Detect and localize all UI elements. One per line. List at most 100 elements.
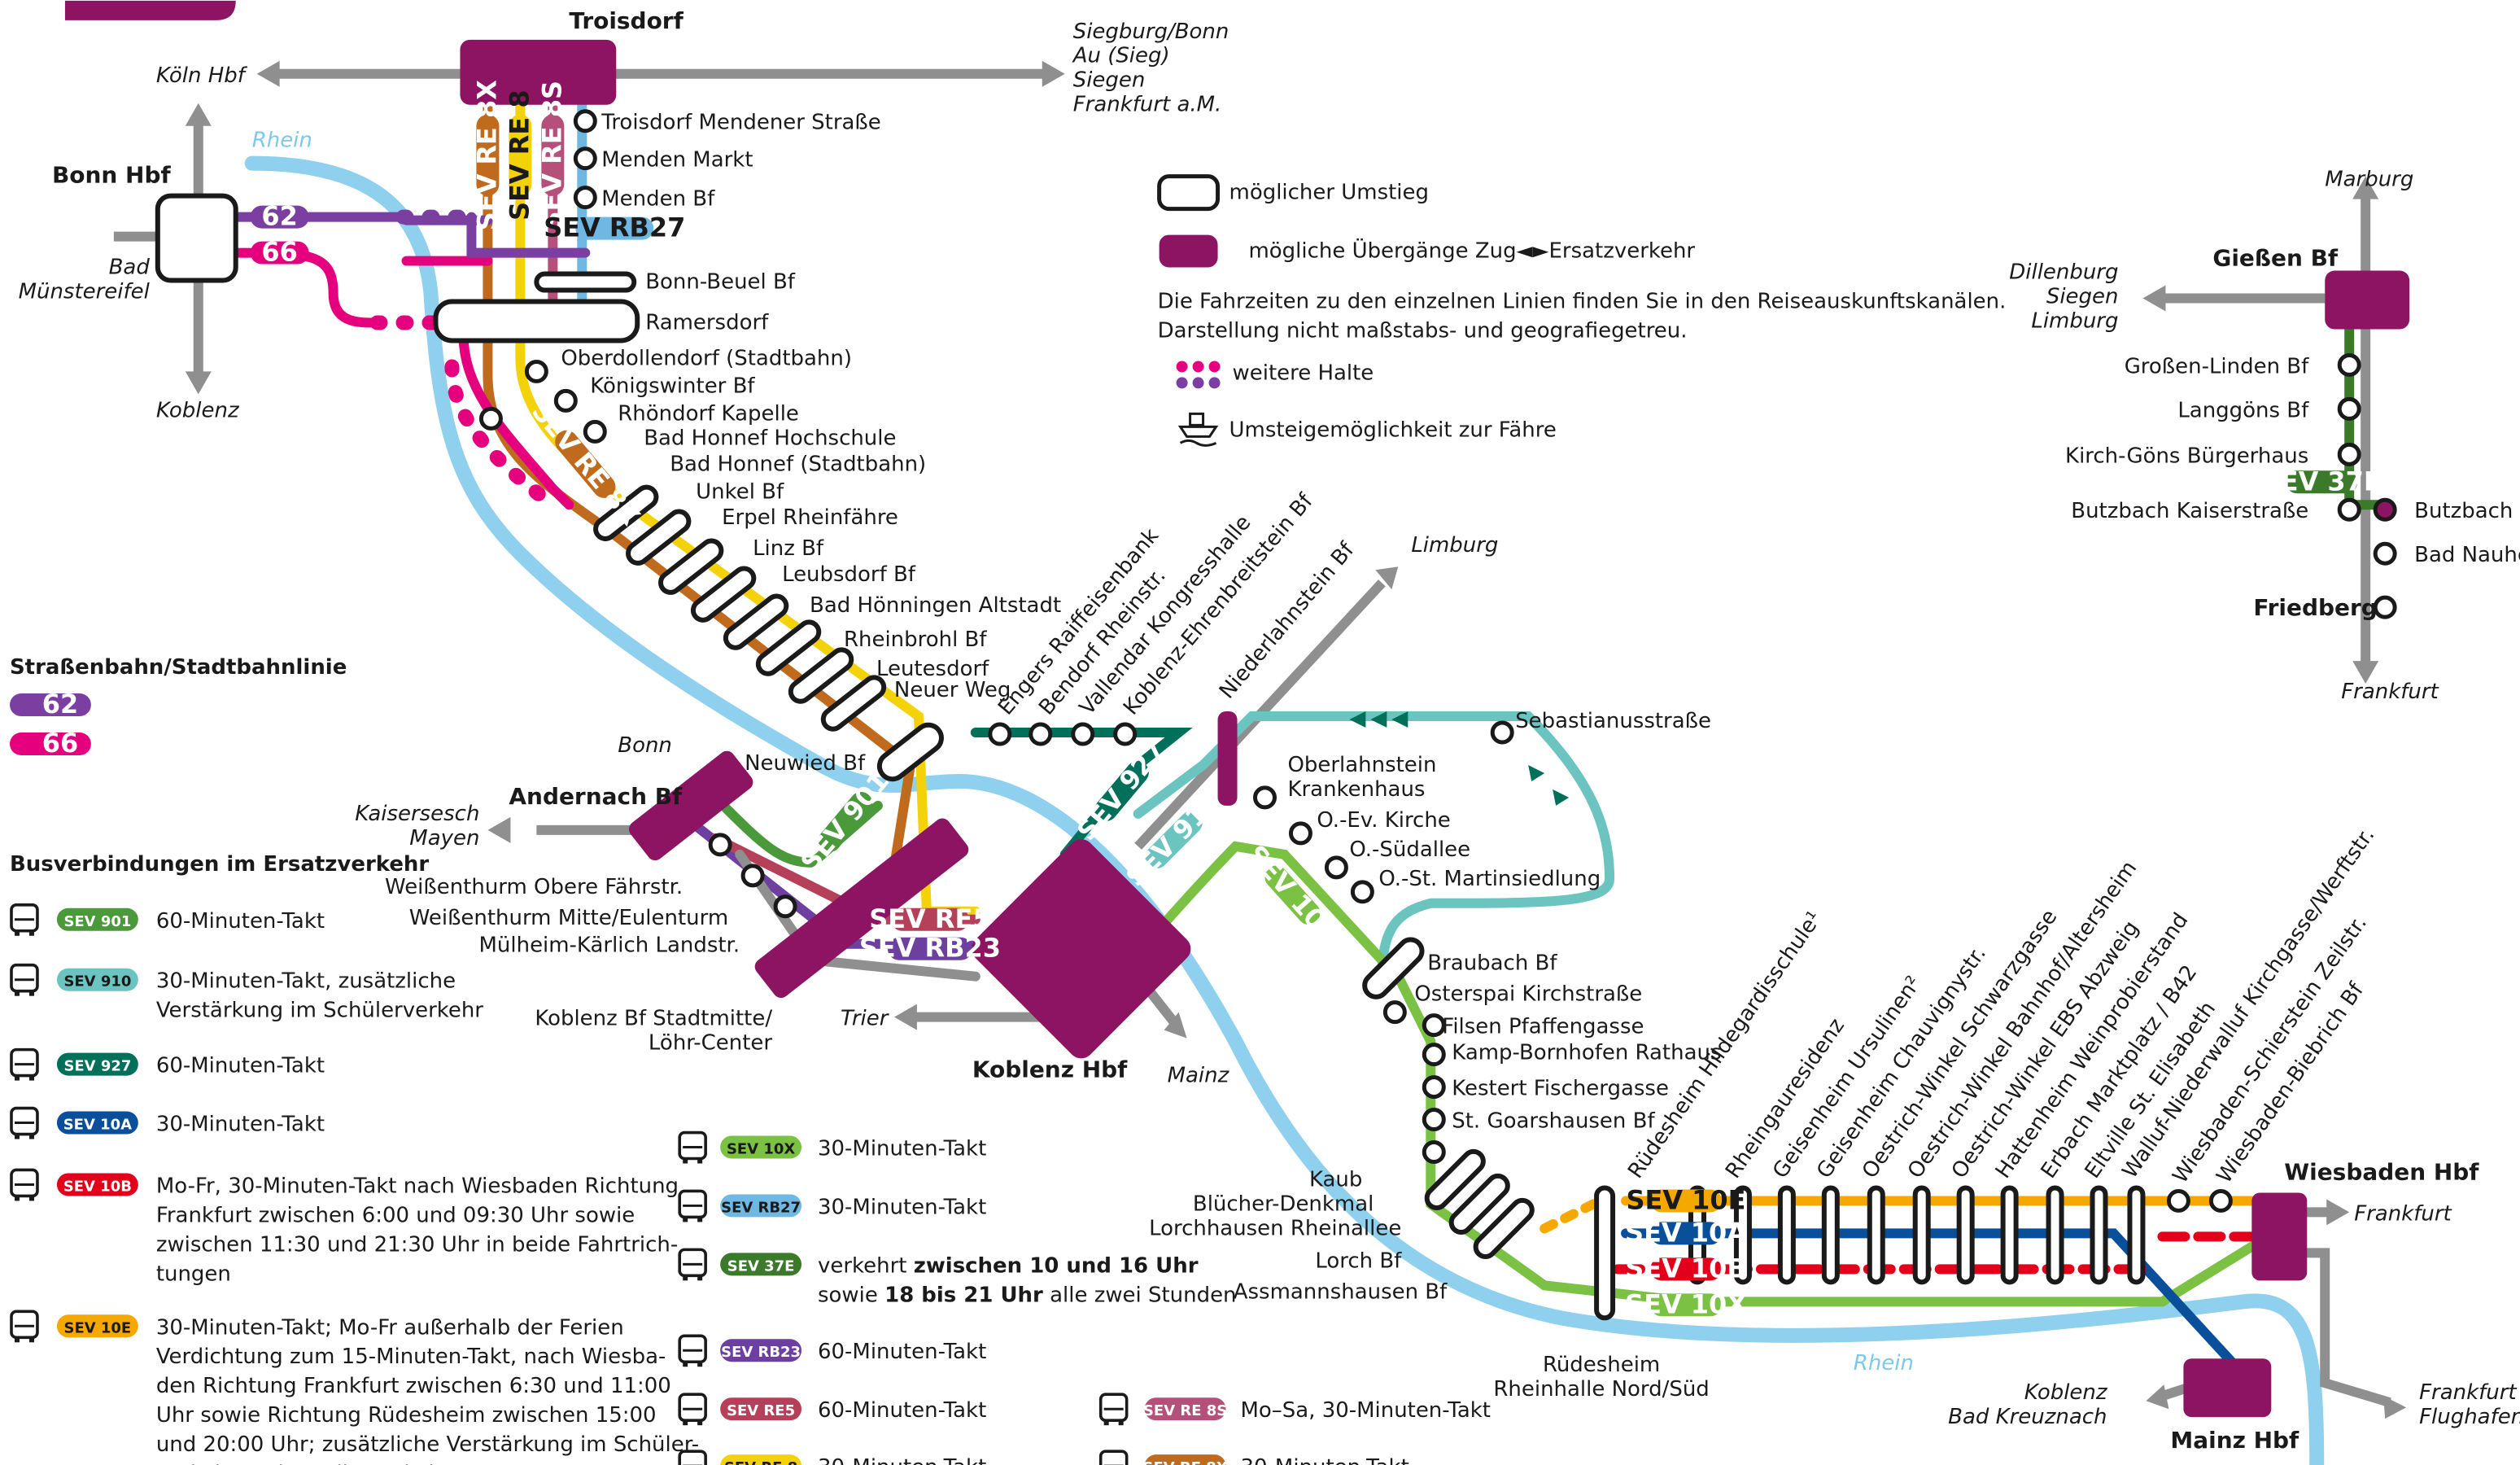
legend-weitere: weitere Halte [1233,361,1374,385]
bus-icon [1098,1450,1129,1465]
legend-uebergang-swatch [1159,234,1218,268]
station-braubach: Braubach Bf [1427,951,1557,976]
svg-text:SEV 10X: SEV 10X [727,1140,795,1157]
label-bonn-hbf: Bonn Hbf [52,162,172,189]
station-lorch: Lorch Bf [1315,1249,1402,1273]
label-mainz: Mainz Hbf [2170,1427,2299,1454]
badge-sev37e: SEV 37E [2262,466,2382,496]
bus-icon [10,903,39,936]
label-troisdorf: Troisdorf [569,7,684,34]
rhine-river [244,155,2325,1465]
legend-badge: SEV RB23 [720,1339,802,1362]
station-oberdollendorf: Oberdollendorf (Stadtbahn) [561,346,852,370]
bus-legend-text: 60-Minuten-Takt [156,909,325,934]
dir-limburg: Limburg [1411,533,1498,558]
station-kestert: Kestert Fischergasse [1452,1077,1669,1101]
svg-text:SEV RE5: SEV RE5 [727,1402,795,1419]
legend-badge-tram62: 62 [42,689,78,719]
legend-badge: SEV RE5 [720,1397,802,1421]
svg-text:SEV 10E: SEV 10E [64,1319,132,1336]
bus-legend-text: verkehr und Pendlerverkehr [156,1462,451,1465]
station-o-ev-kirche: O.-Ev. Kirche [1317,808,1450,833]
arrow-heads [185,60,2407,1419]
hub-koblenz-hbf[interactable] [966,833,1196,1064]
station-kirch-goens: Kirch-Göns Bürgerhaus [2065,444,2308,468]
bus-legend-text: sowie 18 bis 21 Uhr alle zwei Stunden [818,1283,1236,1307]
bus-legend-text: 60-Minuten-Takt [818,1398,986,1423]
legend-badge: SEV 37E [720,1253,802,1276]
station-lorchhausen: Lorchhausen Rheinallee [1149,1216,1401,1240]
badge-sev10e: SEV 10E [1626,1184,1745,1215]
bus-icon [678,1189,707,1222]
svg-text:SEV RE 8S: SEV RE 8S [1143,1402,1227,1419]
hubs [155,39,2410,1418]
legend-badge: SEV 10E [56,1314,138,1338]
bus-legend-text: 30-Minuten-Takt [1241,1455,1409,1465]
bus-icon [10,963,39,996]
bus-icon [10,1168,39,1201]
station-koenigswinter: Königswinter Bf [590,374,755,398]
station-bonn-beuel: Bonn-Beuel Bf [645,270,796,295]
stop-circles [478,109,2397,1213]
label-koblenz-stadtmitte: Koblenz Bf Stadtmitte/Löhr-Center [535,1007,772,1056]
hub-wiesbaden[interactable] [2251,1192,2308,1281]
bus-legend-text: Verstärkung im Schülerverkehr [156,999,483,1023]
label-giessen: Gießen Bf [2212,245,2339,272]
station-menden-bf: Menden Bf [601,187,715,212]
station-filsen: Filsen Pfaffengasse [1442,1015,1644,1039]
dir-mainz: Mainz [1168,1064,1230,1088]
hub-ramersdorf[interactable] [433,299,640,343]
label-koblenz-hbf: Koblenz Hbf [972,1056,1128,1083]
svg-text:SEV RE 8: SEV RE 8 [724,1459,797,1465]
svg-text:SEV 910: SEV 910 [63,973,131,991]
hub-koblenz-stadtmitte[interactable] [752,815,972,1001]
logo-corner [64,0,236,20]
bus-legend-text: zwischen 11:30 und 21:30 Uhr in beide Fa… [156,1232,678,1257]
badge-rb27: SEV RB27 [544,212,685,243]
badge-rb23: SEV RB23 [859,933,1001,964]
legend-umstieg: möglicher Umstieg [1229,181,1429,205]
svg-text:SEV 37E: SEV 37E [727,1257,795,1275]
dir-trier: Trier [841,1007,890,1031]
bus-legend-text: Frankfurt zwischen 6:00 und 09:30 Uhr so… [156,1203,635,1227]
legend-badge: SEV 10A [56,1111,138,1135]
station-ramersdorf: Ramersdorf [645,310,769,335]
station-bad-honnef-hochschule: Bad Honnef Hochschule [644,426,896,450]
badge-re5: SEV RE5 [869,903,990,934]
label-wiesbaden: Wiesbaden Hbf [2284,1158,2479,1185]
station-sebastianusstrasse: Sebastianusstraße [1515,709,1711,733]
hub-mainz[interactable] [2183,1358,2272,1418]
badge-sev10x-diagonal: SEV 10X [1241,839,1345,951]
station-bad-hoenningen: Bad Hönningen Altstadt [810,593,1061,618]
dir-marburg: Marburg [2325,168,2413,192]
bus-legend-text: 30-Minuten-Takt [818,1455,986,1465]
ferry-icon [1177,412,1219,447]
dir-bonn-north: Bonn [618,733,672,758]
bus-legend-text: 60-Minuten-Takt [156,1054,325,1078]
legend-badge: SEV 910 [56,968,138,991]
bus-icon [678,1334,707,1367]
legend-badge: SEV 10X [720,1135,802,1159]
hub-giessen[interactable] [2325,270,2410,330]
bus-icon [678,1450,707,1465]
station-kamp-bornhofen: Kamp-Bornhofen Rathaus [1452,1041,1721,1065]
badge-re8s-vertical: SEV RE 8S [536,81,567,230]
hub-andernach[interactable] [626,748,756,864]
hub-troisdorf[interactable] [460,39,617,105]
station-leubsdorf: Leubsdorf Bf [782,562,916,587]
legend-badge: SEV RE 8 [720,1454,801,1465]
svg-text:SEV 927: SEV 927 [63,1058,131,1075]
direction-triangles [1349,711,1570,806]
station-bad-nauheim: Bad Nauheim [2414,543,2520,567]
labels: Troisdorf Bonn Hbf Andernach Bf Koblenz … [19,7,2520,1454]
station-bad-honnef-stadtbahn: Bad Honnef (Stadtbahn) [670,452,926,476]
legend-umstieg-swatch [1157,174,1221,212]
hub-niederlahnstein[interactable] [1217,711,1238,806]
hub-bonn[interactable] [155,193,238,283]
legend-faehre: Umsteigemöglichkeit zur Fähre [1229,418,1557,442]
